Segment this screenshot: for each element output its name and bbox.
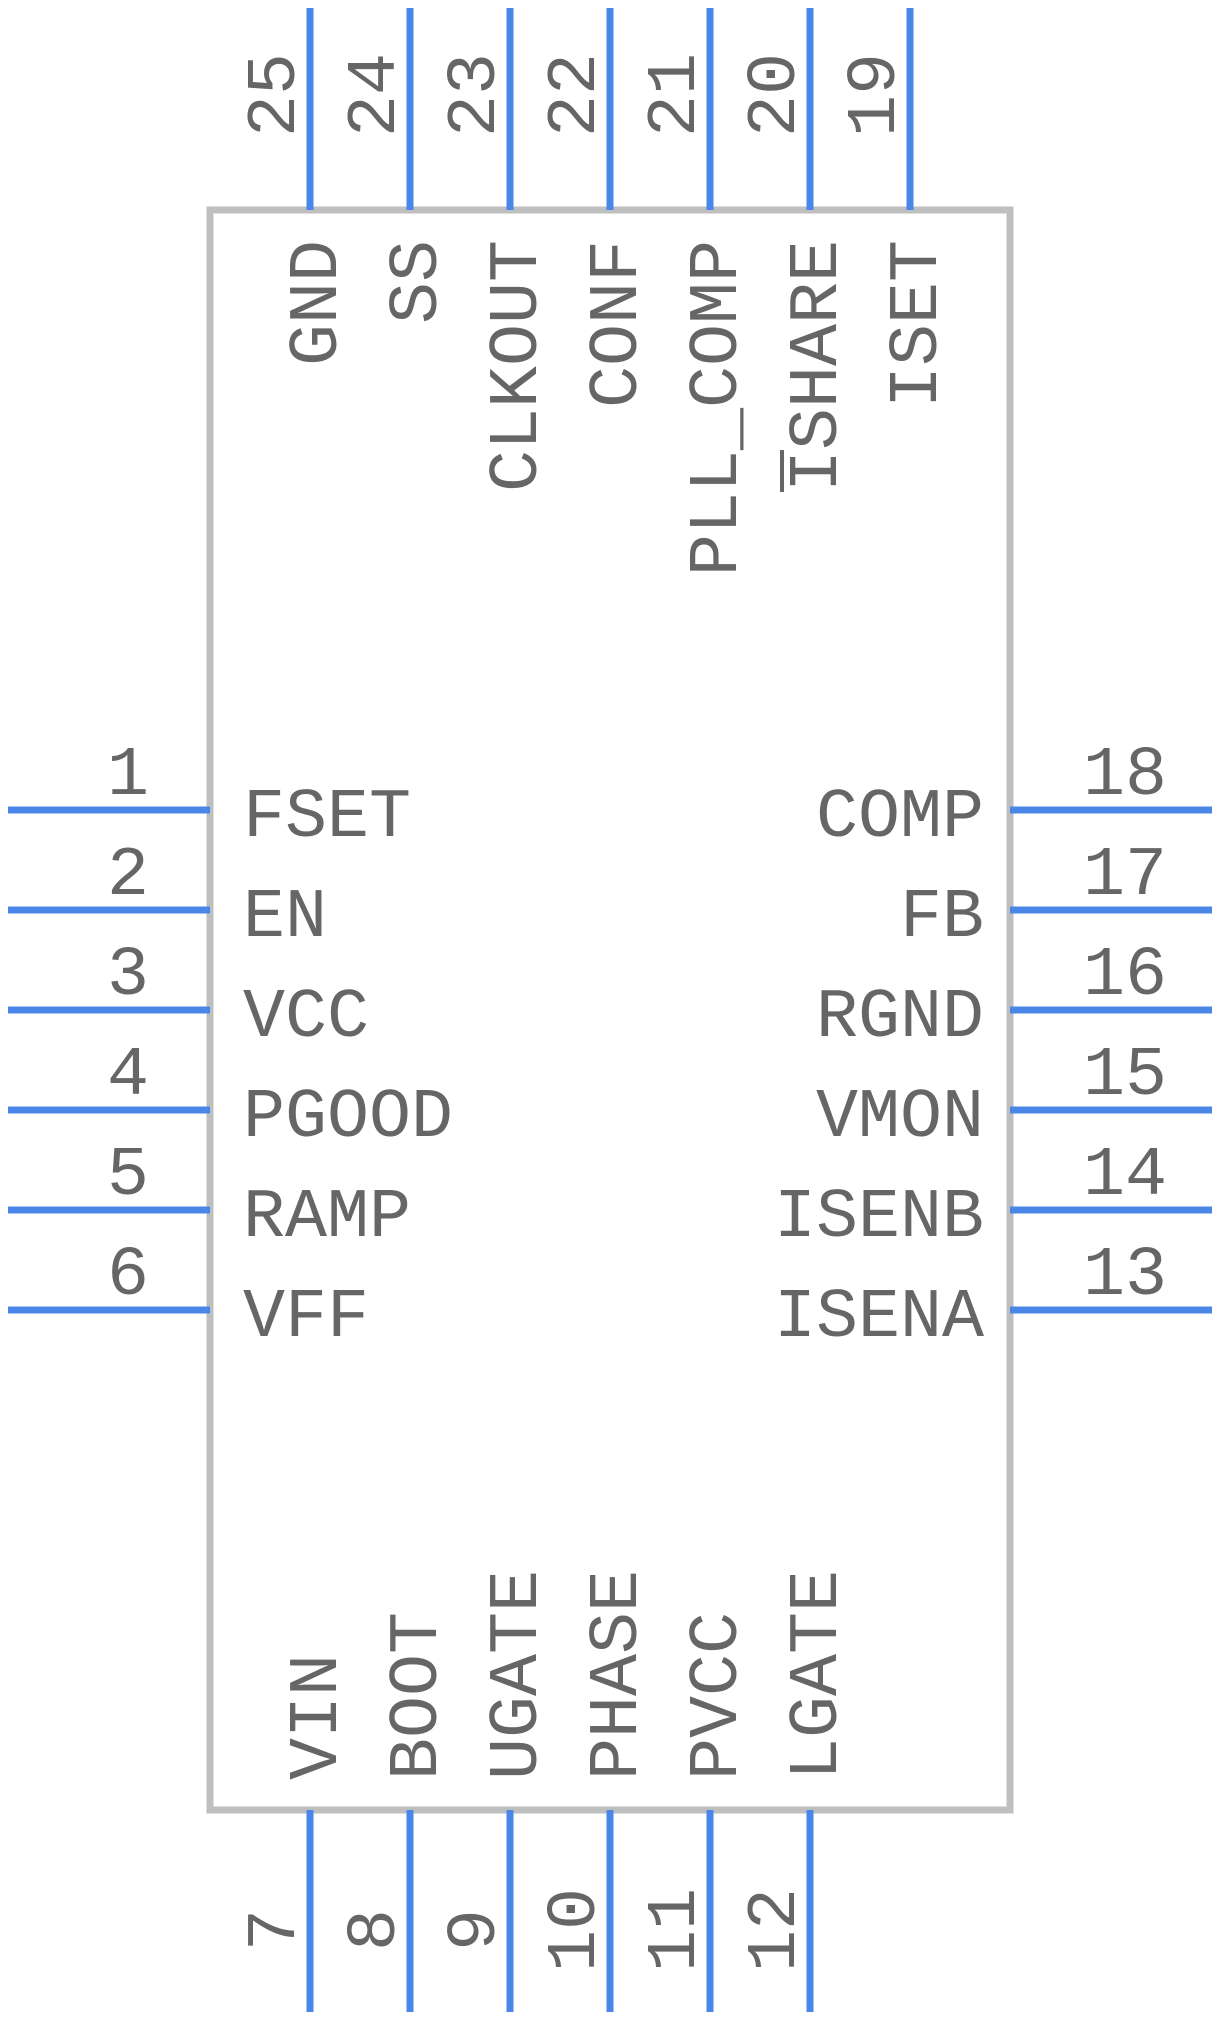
pin-number-1: 1 <box>107 737 149 816</box>
pin-name-pll-comp: PLL_COMP <box>679 240 758 576</box>
pin-name-iset: ISET <box>879 240 958 408</box>
pin-number-3: 3 <box>107 937 149 1016</box>
pin-number-18: 18 <box>1083 737 1167 816</box>
pin-name-gnd: GND <box>279 240 358 366</box>
pin-name-ishare: ISHARE <box>779 240 858 492</box>
pin-name-boot: BOOT <box>379 1612 458 1780</box>
pin-name-isena: ISENA <box>774 1279 984 1358</box>
ic-body <box>206 206 1014 1814</box>
pin-number-7: 7 <box>237 1909 316 1951</box>
pin-number-4: 4 <box>107 1037 149 1116</box>
pin-name-ss: SS <box>379 240 458 324</box>
pin-name-pvcc: PVCC <box>679 1612 758 1780</box>
pin-name-en: EN <box>243 879 327 958</box>
pins-layer: 1FSET2EN3VCC4PGOOD5RAMP6VFF18COMP17FB16R… <box>8 8 1212 2012</box>
pin-number-17: 17 <box>1083 837 1167 916</box>
pin-number-5: 5 <box>107 1137 149 1216</box>
pin-number-24: 24 <box>337 53 416 137</box>
pin-number-19: 19 <box>837 53 916 137</box>
pin-number-6: 6 <box>107 1237 149 1316</box>
pin-number-15: 15 <box>1083 1037 1167 1116</box>
pin-number-22: 22 <box>537 53 616 137</box>
pin-name-phase: PHASE <box>579 1570 658 1780</box>
pin-number-20: 20 <box>737 53 816 137</box>
pin-name-vcc: VCC <box>243 979 369 1058</box>
pin-number-9: 9 <box>437 1909 516 1951</box>
pin-name-vin: VIN <box>279 1654 358 1780</box>
pin-number-14: 14 <box>1083 1137 1167 1216</box>
pin-number-13: 13 <box>1083 1237 1167 1316</box>
pin-9: 9 UGATE <box>437 1570 558 2012</box>
pin-12: 12 LGATE <box>737 1570 858 2012</box>
pin-10: 10 PHASE <box>537 1570 658 2012</box>
pin-number-2: 2 <box>107 837 149 916</box>
pin-name-ugate: UGATE <box>479 1570 558 1780</box>
pin-7: 7 VIN <box>237 1654 358 2012</box>
pin-number-10: 10 <box>537 1888 616 1972</box>
pin-name-ramp: RAMP <box>243 1179 411 1258</box>
pin-name-pgood: PGOOD <box>243 1079 453 1158</box>
pin-name-comp: COMP <box>816 779 984 858</box>
pin-name-fset: FSET <box>243 779 411 858</box>
pin-name-lgate: LGATE <box>779 1570 858 1780</box>
pin-number-25: 25 <box>237 53 316 137</box>
pin-2: 2EN <box>8 837 327 958</box>
pin-name-vmon: VMON <box>816 1079 984 1158</box>
pin-name-isenb: ISENB <box>774 1179 984 1258</box>
pin-number-23: 23 <box>437 53 516 137</box>
pin-number-11: 11 <box>637 1888 716 1972</box>
pin-name-rgnd: RGND <box>816 979 984 1058</box>
pin-number-8: 8 <box>337 1909 416 1951</box>
pin-name-fb: FB <box>900 879 984 958</box>
pin-name-conf: CONF <box>579 240 658 408</box>
pin-name-vff: VFF <box>243 1279 369 1358</box>
pin-number-21: 21 <box>637 53 716 137</box>
pin-number-16: 16 <box>1083 937 1167 1016</box>
pin-8: 8 BOOT <box>337 1612 458 2012</box>
pin-number-12: 12 <box>737 1888 816 1972</box>
pin-11: 11 PVCC <box>637 1612 758 2012</box>
pin-name-clkout: CLKOUT <box>479 240 558 492</box>
